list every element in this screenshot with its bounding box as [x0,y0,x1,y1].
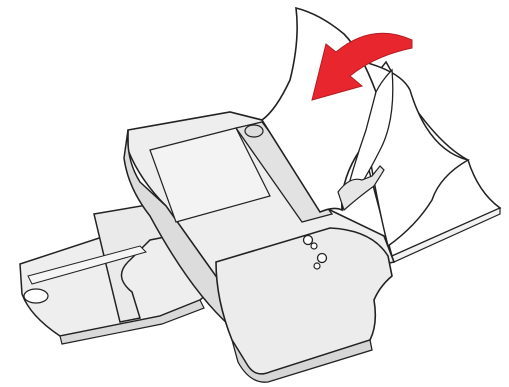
output-tray-thumb-slot [24,289,48,303]
paper-guide-knob [245,125,263,137]
